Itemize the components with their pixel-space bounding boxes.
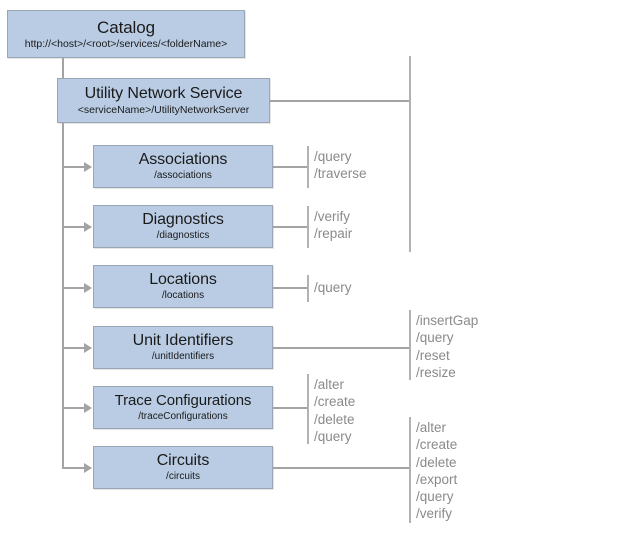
operation-list-diagnostics: /verify/repair [314,208,352,243]
node-diagnostics[interactable]: Diagnostics /diagnostics [93,205,273,248]
operation-item: /delete [314,411,355,427]
connector-unit-identifiers-to-operations [273,347,410,349]
node-utility-network-service-path: <serviceName>/UtilityNetworkServer [77,104,250,116]
operation-item: /repair [314,226,353,242]
bracket-circuits-operations [409,417,411,523]
node-trace-configurations-title: Trace Configurations [114,392,252,409]
bracket-unit-identifiers-operations [409,310,411,380]
connector-trunk-to-circuits [62,467,84,469]
operation-item: /export [416,471,458,487]
node-unit-identifiers-title: Unit Identifiers [132,332,234,349]
node-trace-configurations-path: /traceConfigurations [138,411,228,422]
bracket-uns-operations [409,56,411,252]
node-circuits-title: Circuits [156,452,210,469]
operation-item: /reset [416,347,450,363]
bracket-trace-configurations-operations [307,374,309,444]
node-locations[interactable]: Locations /locations [93,265,273,308]
node-associations-title: Associations [138,151,228,168]
operation-item: /alter [416,420,447,435]
arrowhead-circuits [84,463,92,473]
operation-item: /traverse [314,166,367,182]
operation-item: /alter [314,377,345,392]
connector-locations-to-operations [273,287,309,289]
operation-item: /create [314,394,356,410]
arrowhead-unit-identifiers [84,343,92,353]
node-unit-identifiers-path: /unitIdentifiers [151,351,215,362]
arrowhead-locations [84,283,92,293]
bracket-associations-operations [307,146,309,188]
operation-item: /insertGap [416,313,479,328]
node-locations-title: Locations [149,271,217,288]
connector-trunk-to-diagnostics [62,226,84,228]
arrowhead-diagnostics [84,222,92,232]
operation-item: /verify [416,506,453,522]
connector-trunk-to-associations [62,166,84,168]
operation-list-associations: /query/traverse [314,148,367,183]
operation-item: /create [416,437,458,453]
operation-item: /query [416,489,454,505]
node-circuits[interactable]: Circuits /circuits [93,446,273,489]
operation-list-locations: /query [314,279,352,296]
node-utility-network-service[interactable]: Utility Network Service <serviceName>/Ut… [57,78,270,123]
operation-list-circuits: /alter/create/delete/export/query/verify [416,419,457,523]
node-circuits-path: /circuits [166,471,200,482]
connector-trunk-vertical [62,123,64,468]
node-catalog-path: http://<host>/<root>/services/<folderNam… [24,37,228,50]
node-catalog[interactable]: Catalog http://<host>/<root>/services/<f… [7,10,245,58]
operation-item: /delete [416,454,457,470]
arrowhead-trace-configurations [84,403,92,413]
node-utility-network-service-title: Utility Network Service [84,85,243,102]
node-diagnostics-title: Diagnostics [142,211,224,228]
operation-item: /verify [314,209,351,224]
node-locations-path: /locations [161,290,205,301]
connector-diagnostics-to-operations [273,226,309,228]
connector-circuits-to-operations [273,467,410,469]
connector-trunk-to-trace-configurations [62,407,84,409]
operation-list-trace-configurations: /alter/create/delete/query [314,376,355,445]
connector-associations-to-operations [273,166,309,168]
node-diagnostics-path: /diagnostics [156,230,210,241]
node-unit-identifiers[interactable]: Unit Identifiers /unitIdentifiers [93,326,273,369]
connector-uns-to-operations [270,100,410,102]
node-trace-configurations[interactable]: Trace Configurations /traceConfiguration… [93,386,273,429]
node-catalog-title: Catalog [97,17,155,37]
operation-item: /query [416,330,454,346]
operation-item: /query [314,428,352,444]
operation-item: /resize [416,364,456,380]
node-associations[interactable]: Associations /associations [93,145,273,188]
operation-list-unit-identifiers: /insertGap/query/reset/resize [416,312,478,381]
node-associations-path: /associations [154,170,212,181]
bracket-diagnostics-operations [307,206,309,248]
connector-trunk-to-locations [62,287,84,289]
operation-item: /query [314,280,352,295]
bracket-locations-operations [307,275,309,302]
connector-trunk-to-unit-identifiers [62,347,84,349]
operation-item: /query [314,149,352,164]
arrowhead-associations [84,162,92,172]
connector-trace-configurations-to-operations [273,407,309,409]
